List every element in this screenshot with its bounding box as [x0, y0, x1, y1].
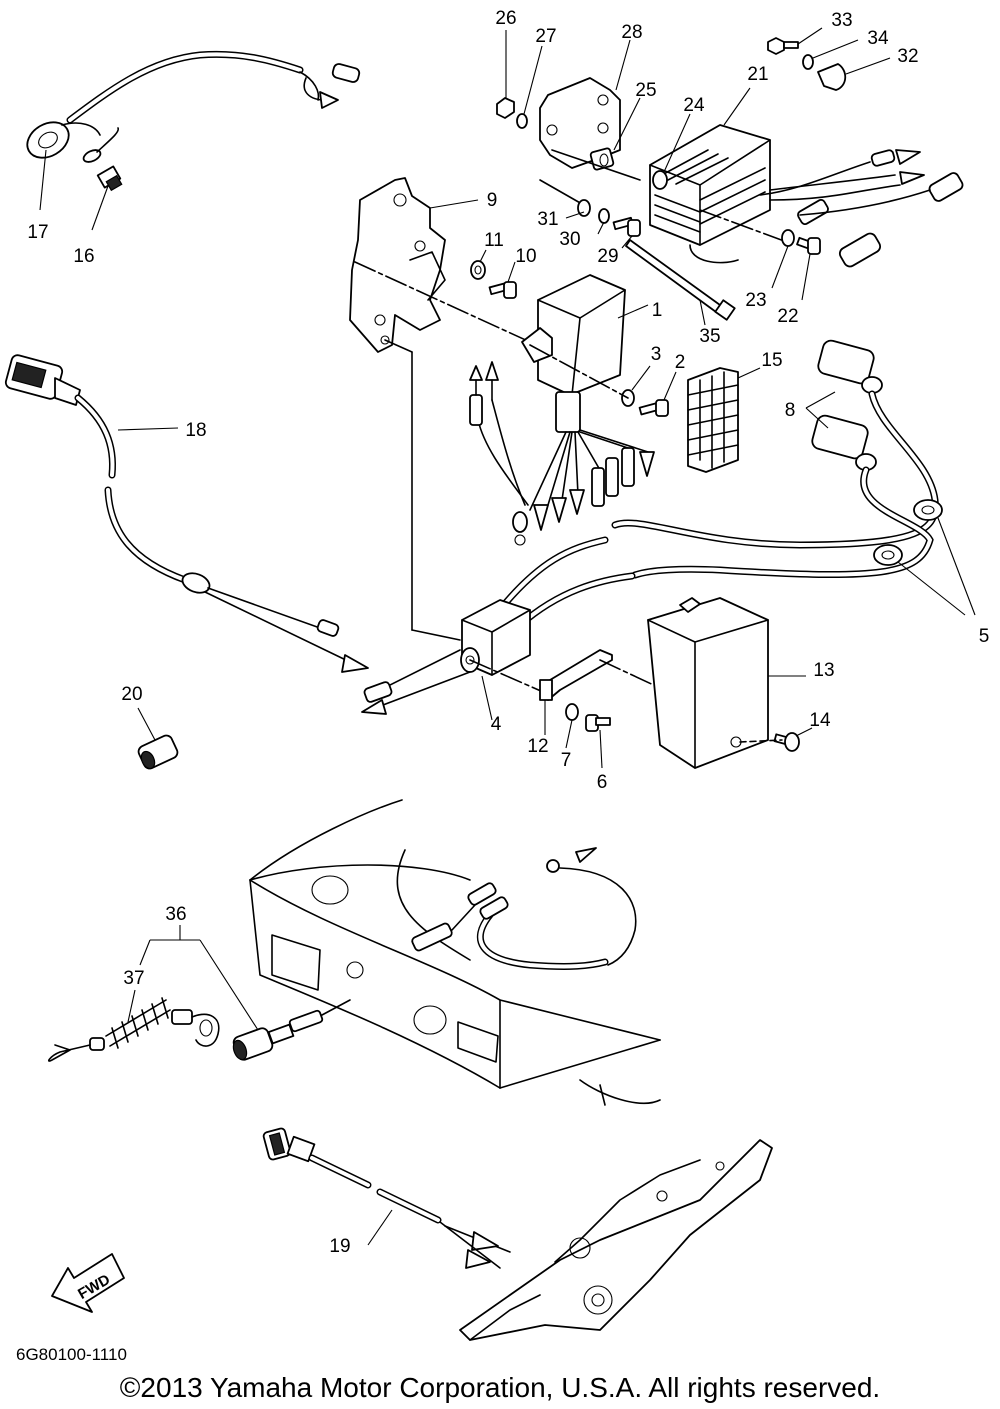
part-number-32: 32	[897, 46, 918, 67]
part-number-36: 36	[165, 904, 186, 925]
engine-stop-switch-36	[139, 925, 351, 1061]
part-number-3: 3	[651, 344, 662, 365]
bolt-22	[796, 236, 821, 301]
part-number-33: 33	[831, 10, 852, 31]
part-number-5: 5	[979, 626, 990, 647]
part-number-labels: 26 27 28 25 24 21 33 34 32 9 31 30 29 11…	[27, 8, 989, 1257]
ht-cables-5	[611, 390, 976, 616]
wire-lead-18	[4, 354, 369, 673]
lanyard-37	[48, 989, 220, 1062]
nut-26	[496, 30, 515, 119]
part-number-21: 21	[747, 64, 768, 85]
ignition-coil-4	[361, 536, 636, 721]
plate-12	[539, 649, 613, 735]
rectifier-regulator-21	[649, 87, 964, 268]
part-number-14: 14	[809, 710, 831, 731]
washer-7	[565, 703, 579, 749]
part-number-16: 16	[73, 246, 94, 267]
part-number-6: 6	[597, 772, 608, 793]
part-number-35: 35	[699, 326, 720, 347]
bolt-10	[488, 261, 517, 299]
holder-15	[687, 367, 761, 473]
part-number-15: 15	[761, 350, 782, 371]
part-number-24: 24	[683, 95, 705, 116]
clamp-32	[817, 57, 891, 91]
washer-24	[652, 113, 691, 190]
bracket-9	[349, 177, 531, 641]
washer-23	[771, 229, 795, 289]
part-number-20: 20	[121, 684, 142, 705]
cover-13	[647, 597, 806, 769]
part-number-26: 26	[495, 8, 516, 29]
part-number-28: 28	[621, 22, 642, 43]
part-number-8: 8	[785, 400, 796, 421]
part-number-19: 19	[329, 1236, 350, 1257]
part-number-17: 17	[27, 222, 48, 243]
part-number-7: 7	[561, 750, 572, 771]
washer-11	[470, 249, 487, 280]
part-number-37: 37	[123, 968, 144, 989]
part-number-10: 10	[515, 246, 536, 267]
plug-cap-8	[805, 339, 883, 471]
part-number-30: 30	[559, 229, 580, 250]
bottom-cowling	[249, 799, 661, 1106]
cdi-unit-1	[469, 274, 655, 546]
part-number-18: 18	[185, 420, 206, 441]
bolt-6	[585, 714, 611, 769]
grommet-20	[137, 707, 179, 770]
cable-tie-35	[625, 239, 736, 326]
washer-34	[802, 39, 859, 70]
swivel-bracket	[459, 1139, 773, 1341]
part-number-12: 12	[527, 736, 548, 757]
lead-19	[262, 1127, 511, 1269]
diagram-code: 6G80100-1110	[16, 1345, 127, 1364]
cowling-lead	[411, 847, 637, 970]
part-number-11: 11	[484, 230, 504, 251]
bolt-29	[612, 216, 641, 249]
bolt-33	[767, 27, 823, 55]
part-number-25: 25	[635, 80, 656, 101]
part-number-34: 34	[867, 28, 889, 49]
washer-30	[597, 208, 610, 235]
bracket-28	[539, 39, 631, 169]
battery-lead-assembly	[26, 50, 361, 163]
part-number-1: 1	[652, 300, 663, 321]
part-number-9: 9	[487, 190, 498, 211]
part-number-23: 23	[745, 290, 766, 311]
part-number-4: 4	[491, 714, 502, 735]
part-number-2: 2	[675, 352, 686, 373]
washer-27	[516, 45, 543, 129]
copyright-notice: ©2013 Yamaha Motor Corporation, U.S.A. A…	[120, 1372, 880, 1403]
bolt-2	[638, 371, 677, 417]
fwd-arrow-icon: FWD	[51, 1253, 125, 1313]
temperature-sender	[91, 165, 123, 231]
part-number-29: 29	[597, 246, 618, 267]
part-number-22: 22	[777, 306, 798, 327]
part-number-27: 27	[535, 26, 556, 47]
washer-3	[621, 365, 651, 407]
part-number-31: 31	[537, 209, 558, 230]
part-number-13: 13	[813, 660, 834, 681]
washer-31	[565, 199, 591, 219]
